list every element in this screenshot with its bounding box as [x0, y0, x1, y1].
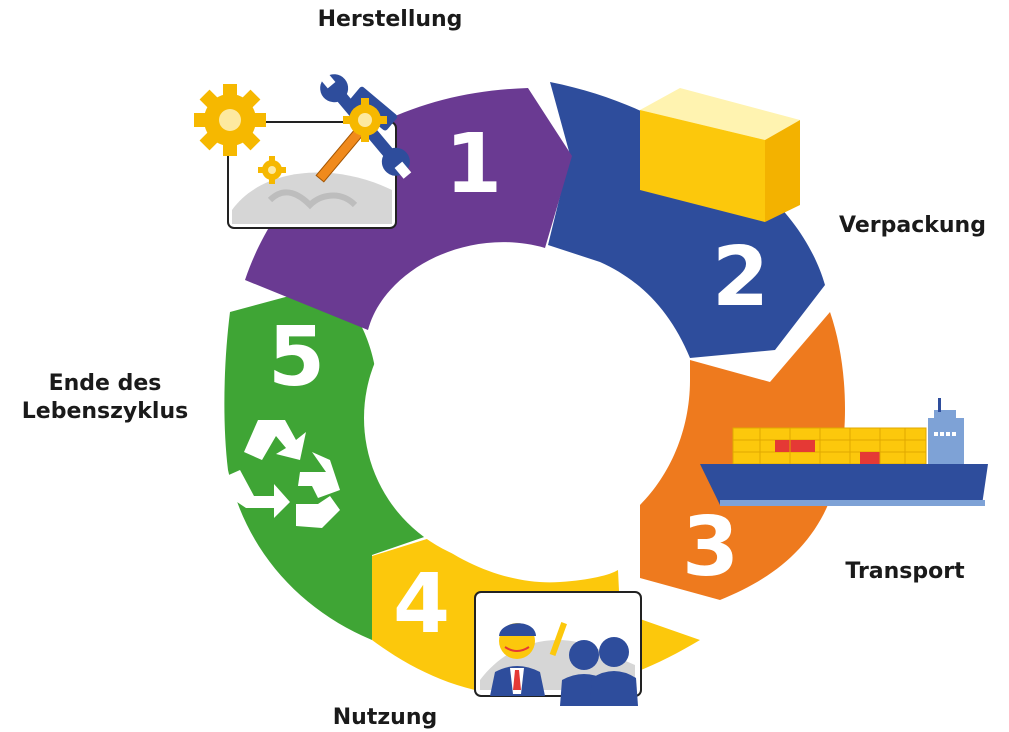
stage-number-5: 5 [268, 310, 325, 405]
package-box-icon [640, 88, 800, 222]
containers [732, 427, 927, 465]
stage-number-2: 2 [712, 230, 769, 325]
container-ship-icon [700, 398, 988, 506]
stage-number-3: 3 [682, 500, 739, 595]
users-presentation-icon [474, 591, 642, 706]
segment-1 [245, 88, 572, 330]
ring-center [364, 270, 660, 566]
stage-label-transport: Transport [845, 559, 965, 584]
stage-number-4: 4 [393, 557, 450, 652]
manufacturing-icon [194, 71, 412, 229]
stage-label-herstellung: Herstellung [317, 7, 463, 32]
segment-2 [548, 82, 825, 358]
stage-label-verpackung: Verpackung [839, 213, 986, 238]
stage-label-nutzung: Nutzung [332, 705, 438, 730]
stage-number-1: 1 [445, 117, 502, 212]
recycle-icon [222, 420, 340, 528]
stage-numbers: 1 2 3 4 5 [268, 117, 769, 652]
